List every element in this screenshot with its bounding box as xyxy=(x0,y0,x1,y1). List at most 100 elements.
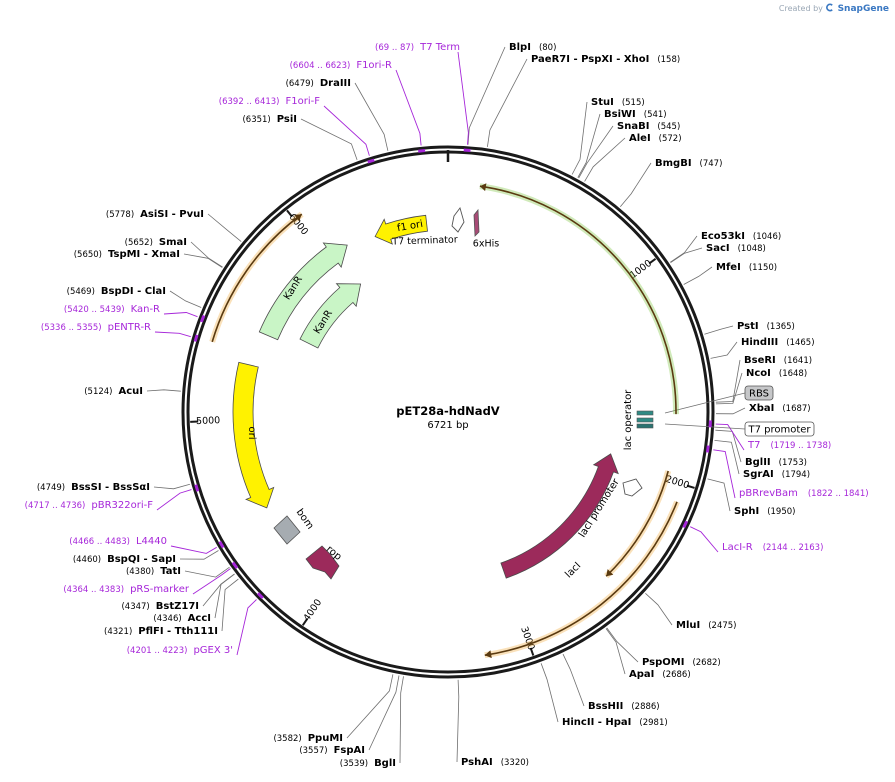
enzyme-site-alei[interactable]: AleI(572) xyxy=(629,133,682,144)
enzyme-label[interactable]: SphI(1950) xyxy=(734,506,795,517)
primer-label[interactable]: pBRrevBam(1822 .. 1841) xyxy=(739,488,869,499)
enzyme-site-acui[interactable]: (5124)AcuI xyxy=(84,386,143,397)
enzyme-site-pflfi[interactable]: (4321)PflFI - Tth111I xyxy=(104,626,218,637)
enzyme-label[interactable]: Eco53kI(1046) xyxy=(701,231,781,242)
primer-site-pbr322ori-f[interactable]: (4717 .. 4736)pBR322ori-F xyxy=(25,500,154,511)
enzyme-label[interactable]: PaeR7I - PspXI - XhoI(158) xyxy=(531,54,680,65)
enzyme-site-draiii[interactable]: (6479)DraIII xyxy=(286,78,351,89)
enzyme-site-hindiii[interactable]: HindIII(1465) xyxy=(741,337,815,348)
enzyme-site-xbai[interactable]: XbaI(1687) xyxy=(749,403,811,414)
primer-site-t7[interactable]: T7(1719 .. 1738) xyxy=(747,440,831,451)
enzyme-label[interactable]: (5650)TspMI - XmaI xyxy=(74,249,180,260)
enzyme-site-bseri[interactable]: BseRI(1641) xyxy=(744,355,812,366)
enzyme-label[interactable]: BseRI(1641) xyxy=(744,355,812,366)
enzyme-site-tati[interactable]: (4380)TatI xyxy=(126,566,181,577)
primer-site-l4440[interactable]: (4466 .. 4483)L4440 xyxy=(69,536,167,547)
primer-site-t7-term[interactable]: (69 .. 87)T7 Term xyxy=(375,42,460,53)
enzyme-site-bsiwi[interactable]: BsiWI(541) xyxy=(604,109,667,120)
enzyme-site-ppumi[interactable]: (3582)PpuMI xyxy=(273,733,343,744)
enzyme-site-bsshii[interactable]: BssHII(2886) xyxy=(588,701,660,712)
enzyme-label[interactable]: BglII(1753) xyxy=(745,457,807,468)
enzyme-site-eco53ki[interactable]: Eco53kI(1046) xyxy=(701,231,781,242)
enzyme-label[interactable]: HincII - HpaI(2981) xyxy=(562,717,668,728)
enzyme-label[interactable]: SnaBI(545) xyxy=(617,121,680,132)
enzyme-site-stui[interactable]: StuI(515) xyxy=(591,97,645,108)
boxed-feature-t7-promoter[interactable]: T7 promoter xyxy=(744,421,815,437)
enzyme-label[interactable]: ApaI(2686) xyxy=(629,669,691,680)
enzyme-label[interactable]: PstI(1365) xyxy=(737,321,795,332)
enzyme-label[interactable]: NcoI(1648) xyxy=(746,368,807,379)
primer-label[interactable]: (4364 .. 4383)pRS-marker xyxy=(63,584,190,595)
primer-label[interactable]: (4466 .. 4483)L4440 xyxy=(69,536,167,547)
primer-site-pgex-3[interactable]: (4201 .. 4223)pGEX 3' xyxy=(127,645,233,656)
enzyme-site-paer7i[interactable]: PaeR7I - PspXI - XhoI(158) xyxy=(531,54,680,65)
enzyme-site-psti[interactable]: PstI(1365) xyxy=(737,321,795,332)
enzyme-site-bgli[interactable]: (3539)BglI xyxy=(340,758,396,769)
enzyme-label[interactable]: HindIII(1465) xyxy=(741,337,815,348)
enzyme-label[interactable]: BssHII(2886) xyxy=(588,701,660,712)
enzyme-label[interactable]: SgrAI(1794) xyxy=(743,469,810,480)
enzyme-site-bglii[interactable]: BglII(1753) xyxy=(745,457,807,468)
enzyme-label[interactable]: (5778)AsiSI - PvuI xyxy=(106,209,204,220)
enzyme-site-acci[interactable]: (4346)AccI xyxy=(153,613,211,624)
primer-label[interactable]: (4717 .. 4736)pBR322ori-F xyxy=(25,500,154,511)
enzyme-site-ncoi[interactable]: NcoI(1648) xyxy=(746,368,807,379)
primer-label[interactable]: (6392 .. 6413)F1ori-F xyxy=(219,96,320,107)
primer-label[interactable]: (5420 .. 5439)Kan-R xyxy=(64,304,160,315)
enzyme-label[interactable]: SacI(1048) xyxy=(706,243,766,254)
enzyme-label[interactable]: AleI(572) xyxy=(629,133,682,144)
enzyme-label[interactable]: MfeI(1150) xyxy=(716,262,777,273)
enzyme-site-mlui[interactable]: MluI(2475) xyxy=(676,620,736,631)
enzyme-site-fspai[interactable]: (3557)FspAI xyxy=(299,745,365,756)
enzyme-site-smai[interactable]: (5652)SmaI xyxy=(125,237,187,248)
enzyme-label[interactable]: BmgBI(747) xyxy=(655,158,722,169)
enzyme-label[interactable]: (4321)PflFI - Tth111I xyxy=(104,626,218,637)
enzyme-site-tspmi[interactable]: (5650)TspMI - XmaI xyxy=(74,249,180,260)
enzyme-label[interactable]: (4346)AccI xyxy=(153,613,211,624)
enzyme-site-bstz17i[interactable]: (4347)BstZ17I xyxy=(121,601,199,612)
enzyme-label[interactable]: (4347)BstZ17I xyxy=(121,601,199,612)
enzyme-site-bspqi[interactable]: (4460)BspQI - SapI xyxy=(73,554,176,565)
enzyme-label[interactable]: (5469)BspDI - ClaI xyxy=(67,286,166,297)
primer-label[interactable]: (6604 .. 6623)F1ori-R xyxy=(290,60,392,71)
primer-site-f1ori-r[interactable]: (6604 .. 6623)F1ori-R xyxy=(290,60,392,71)
primer-label[interactable]: LacI-R(2144 .. 2163) xyxy=(722,542,823,553)
boxed-feature-rbs[interactable]: RBS xyxy=(744,385,774,401)
enzyme-label[interactable]: (3557)FspAI xyxy=(299,745,365,756)
enzyme-site-saci[interactable]: SacI(1048) xyxy=(706,243,766,254)
enzyme-label[interactable]: (5652)SmaI xyxy=(125,237,187,248)
enzyme-site-mfei[interactable]: MfeI(1150) xyxy=(716,262,777,273)
enzyme-label[interactable]: (4460)BspQI - SapI xyxy=(73,554,176,565)
primer-label[interactable]: (4201 .. 4223)pGEX 3' xyxy=(127,645,233,656)
primer-site-f1ori-f[interactable]: (6392 .. 6413)F1ori-F xyxy=(219,96,320,107)
primer-site-pbrrevbam[interactable]: pBRrevBam(1822 .. 1841) xyxy=(739,488,869,499)
enzyme-site-psii[interactable]: (6351)PsiI xyxy=(242,114,297,125)
enzyme-label[interactable]: (3582)PpuMI xyxy=(273,733,343,744)
enzyme-label[interactable]: (4749)BssSI - BssSαI xyxy=(37,482,150,493)
enzyme-site-sgrai[interactable]: SgrAI(1794) xyxy=(743,469,810,480)
enzyme-site-sphi[interactable]: SphI(1950) xyxy=(734,506,795,517)
enzyme-site-bsssi[interactable]: (4749)BssSI - BssSαI xyxy=(37,482,150,493)
enzyme-label[interactable]: BlpI(80) xyxy=(509,42,556,53)
enzyme-site-asisi[interactable]: (5778)AsiSI - PvuI xyxy=(106,209,204,220)
enzyme-label[interactable]: XbaI(1687) xyxy=(749,403,811,414)
enzyme-site-pshai[interactable]: PshAI(3320) xyxy=(461,757,529,768)
enzyme-site-blpi[interactable]: BlpI(80) xyxy=(509,42,556,53)
primer-site-laci-r[interactable]: LacI-R(2144 .. 2163) xyxy=(722,542,823,553)
enzyme-label[interactable]: (4380)TatI xyxy=(126,566,181,577)
enzyme-label[interactable]: (6479)DraIII xyxy=(286,78,351,89)
enzyme-label[interactable]: (5124)AcuI xyxy=(84,386,143,397)
enzyme-label[interactable]: StuI(515) xyxy=(591,97,645,108)
enzyme-site-bmgbi[interactable]: BmgBI(747) xyxy=(655,158,722,169)
enzyme-site-apai[interactable]: ApaI(2686) xyxy=(629,669,691,680)
primer-label[interactable]: (5336 .. 5355)pENTR-R xyxy=(41,322,151,333)
enzyme-label[interactable]: PshAI(3320) xyxy=(461,757,529,768)
enzyme-site-pspomi[interactable]: PspOMI(2682) xyxy=(642,657,721,668)
primer-site-pentr-r[interactable]: (5336 .. 5355)pENTR-R xyxy=(41,322,151,333)
enzyme-site-bspdi[interactable]: (5469)BspDI - ClaI xyxy=(67,286,166,297)
primer-label[interactable]: (69 .. 87)T7 Term xyxy=(375,42,460,53)
enzyme-site-hincii[interactable]: HincII - HpaI(2981) xyxy=(562,717,668,728)
enzyme-label[interactable]: (6351)PsiI xyxy=(242,114,297,125)
enzyme-label[interactable]: BsiWI(541) xyxy=(604,109,667,120)
enzyme-label[interactable]: MluI(2475) xyxy=(676,620,736,631)
